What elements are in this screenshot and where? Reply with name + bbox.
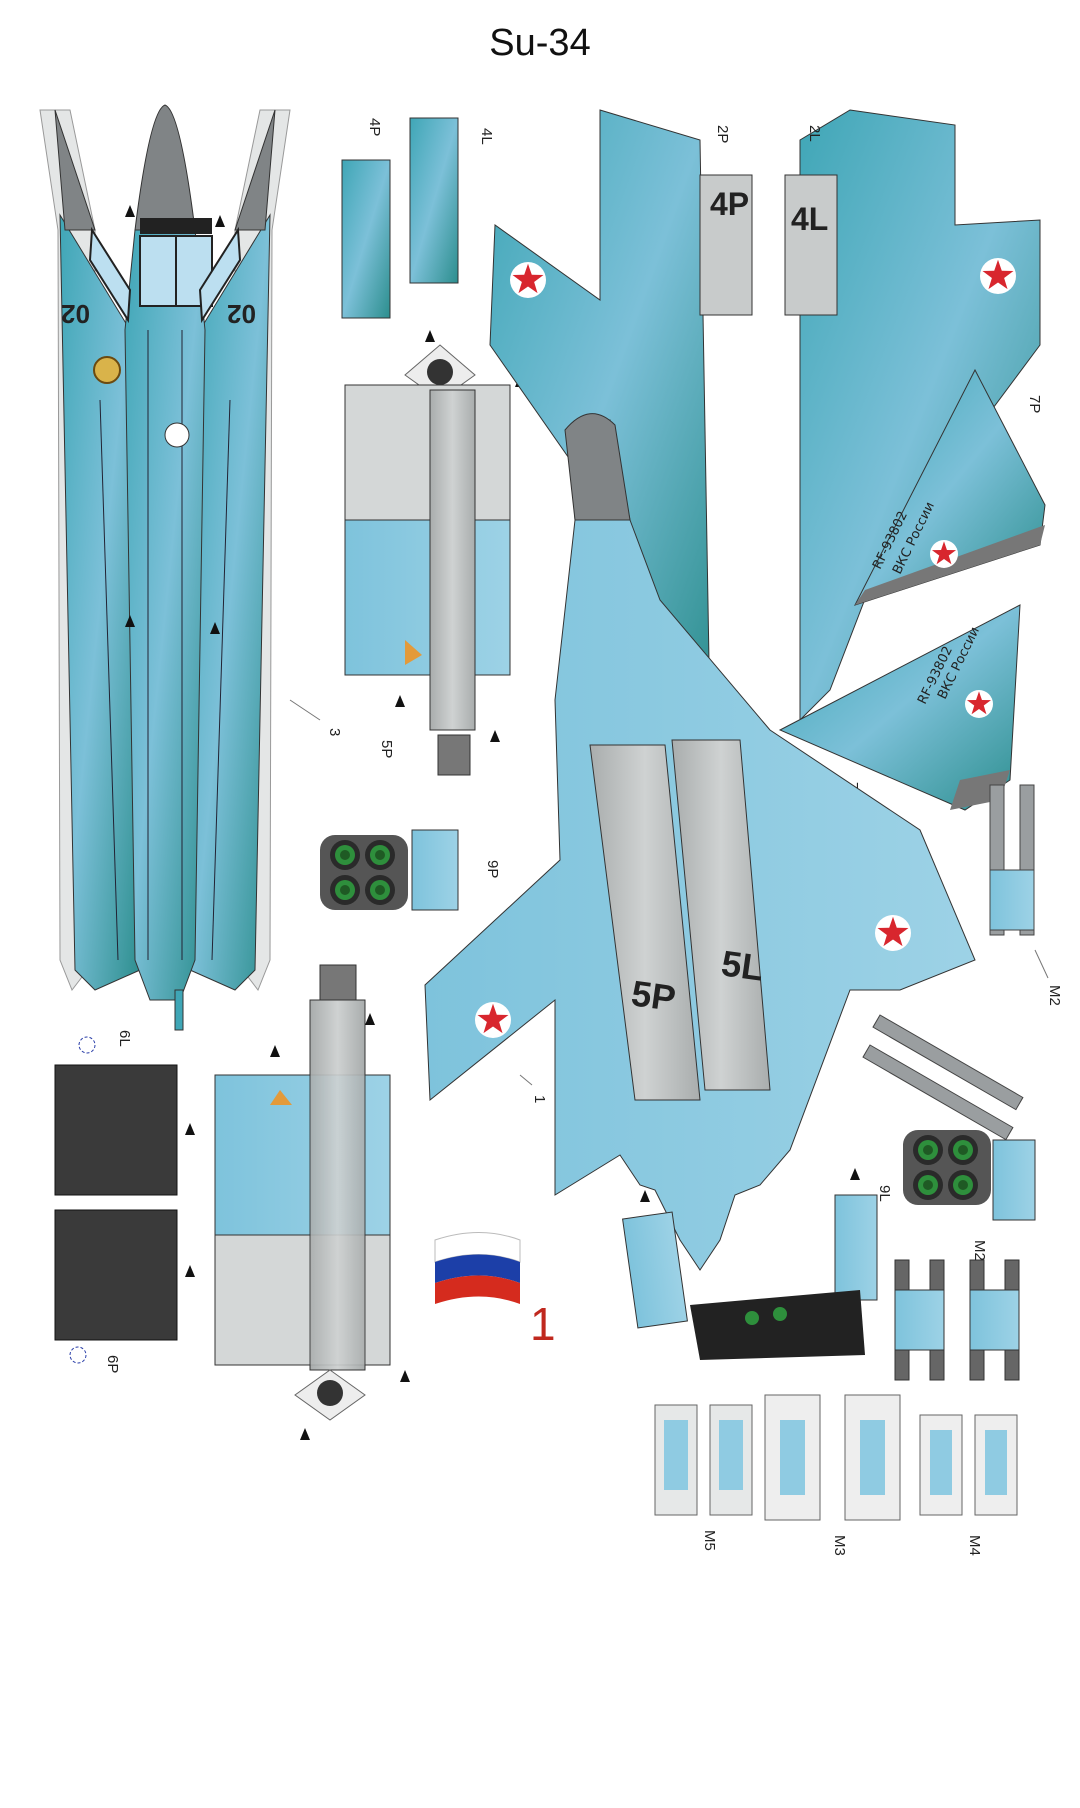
wing-marking-5l: 5L xyxy=(719,942,766,988)
page-title: Su-34 xyxy=(489,22,591,64)
red-star-icon xyxy=(930,540,958,568)
part-label-2l: 2L xyxy=(806,125,823,142)
part-9l-nozzles: 9L xyxy=(876,1130,1036,1221)
fuselage-side-panel-upper: 5P xyxy=(344,330,525,776)
part-label-m2-bottom: M2 xyxy=(971,1240,988,1261)
wing-marking-4p: 4P xyxy=(710,186,749,222)
assembly-arrow-icon xyxy=(640,1190,650,1202)
part-label-9l: 9L xyxy=(876,1185,893,1202)
part-label-4l: 4L xyxy=(478,128,495,145)
upper-wing-left: 4L 2L xyxy=(784,109,1041,722)
part-label-6l: 6L xyxy=(116,1030,133,1047)
wing-marking-4l: 4L xyxy=(791,201,828,237)
red-star-icon xyxy=(510,262,546,298)
engine-nozzle-icon xyxy=(365,875,395,905)
assembly-arrow-icon xyxy=(185,1123,195,1135)
russian-flag-icon xyxy=(434,1232,521,1304)
engine-nozzle-icon xyxy=(913,1170,943,1200)
part-9p-nozzles: 9P xyxy=(320,829,501,911)
assembly-arrow-icon xyxy=(400,1370,410,1382)
engine-nozzle-icon xyxy=(330,875,360,905)
wing-marking-5p: 5P xyxy=(629,972,678,1019)
part-label-2p: 2P xyxy=(714,125,731,143)
part-label-m4: M4 xyxy=(966,1535,983,1556)
part-label-m5: M5 xyxy=(701,1530,718,1551)
assembly-arrow-icon xyxy=(395,695,405,707)
part-label-m3: M3 xyxy=(831,1535,848,1556)
missile-m2-diagonal xyxy=(862,1014,1024,1141)
part-label-5p: 5P xyxy=(378,740,395,758)
engine-nozzle-icon xyxy=(948,1135,978,1165)
engine-nozzle-icon xyxy=(913,1135,943,1165)
emblem-icon xyxy=(93,356,121,384)
intake-assembly xyxy=(622,1168,878,1360)
red-star-icon xyxy=(875,915,911,951)
bort-number-left: 02 xyxy=(61,299,90,329)
part-label-6p: 6P xyxy=(104,1355,121,1373)
red-star-icon xyxy=(980,258,1016,294)
missile-set-m3: M3 xyxy=(764,1394,901,1556)
assembly-arrow-icon xyxy=(270,1045,280,1057)
assembly-arrow-icon xyxy=(300,1428,310,1440)
missile-m2-upper: M2 xyxy=(989,784,1063,1006)
main-underside-wing: 5P 5L 1 xyxy=(424,413,976,1271)
engine-nozzle-icon xyxy=(330,840,360,870)
red-star-icon xyxy=(475,1002,511,1038)
part-label-7p: 7P xyxy=(1026,395,1043,413)
sheet-number: 1 xyxy=(530,1298,556,1350)
bort-number-right: 02 xyxy=(227,299,256,329)
part-label-m2-top: M2 xyxy=(1046,985,1063,1006)
red-star-icon xyxy=(965,690,993,718)
assembly-arrow-icon xyxy=(215,215,225,227)
part-4-pieces: 4P 4L xyxy=(341,117,495,319)
assembly-arrow-icon xyxy=(425,330,435,342)
assembly-arrow-icon xyxy=(185,1265,195,1277)
part-label-4p: 4P xyxy=(366,118,383,136)
engine-nozzle-icon xyxy=(948,1170,978,1200)
part-label-1: 1 xyxy=(531,1095,548,1103)
part-label-3: 3 xyxy=(326,728,343,736)
missile-set-m4: M4 xyxy=(919,1414,1018,1556)
fuselage-top-part: 02 02 3 xyxy=(39,104,343,1031)
assembly-arrow-icon xyxy=(850,1168,860,1180)
assembly-arrow-icon xyxy=(490,730,500,742)
engine-nozzle-icon xyxy=(365,840,395,870)
assembly-arrow-icon xyxy=(125,205,135,217)
missile-set-m5: M5 xyxy=(654,1404,753,1551)
part-label-9p: 9P xyxy=(484,860,501,878)
assembly-arrow-icon xyxy=(365,1013,375,1025)
part-6-panels: 6L 6P xyxy=(54,1030,195,1373)
missile-m2-pair: M2 xyxy=(894,1240,1020,1381)
fuselage-side-panel-lower xyxy=(214,964,410,1440)
